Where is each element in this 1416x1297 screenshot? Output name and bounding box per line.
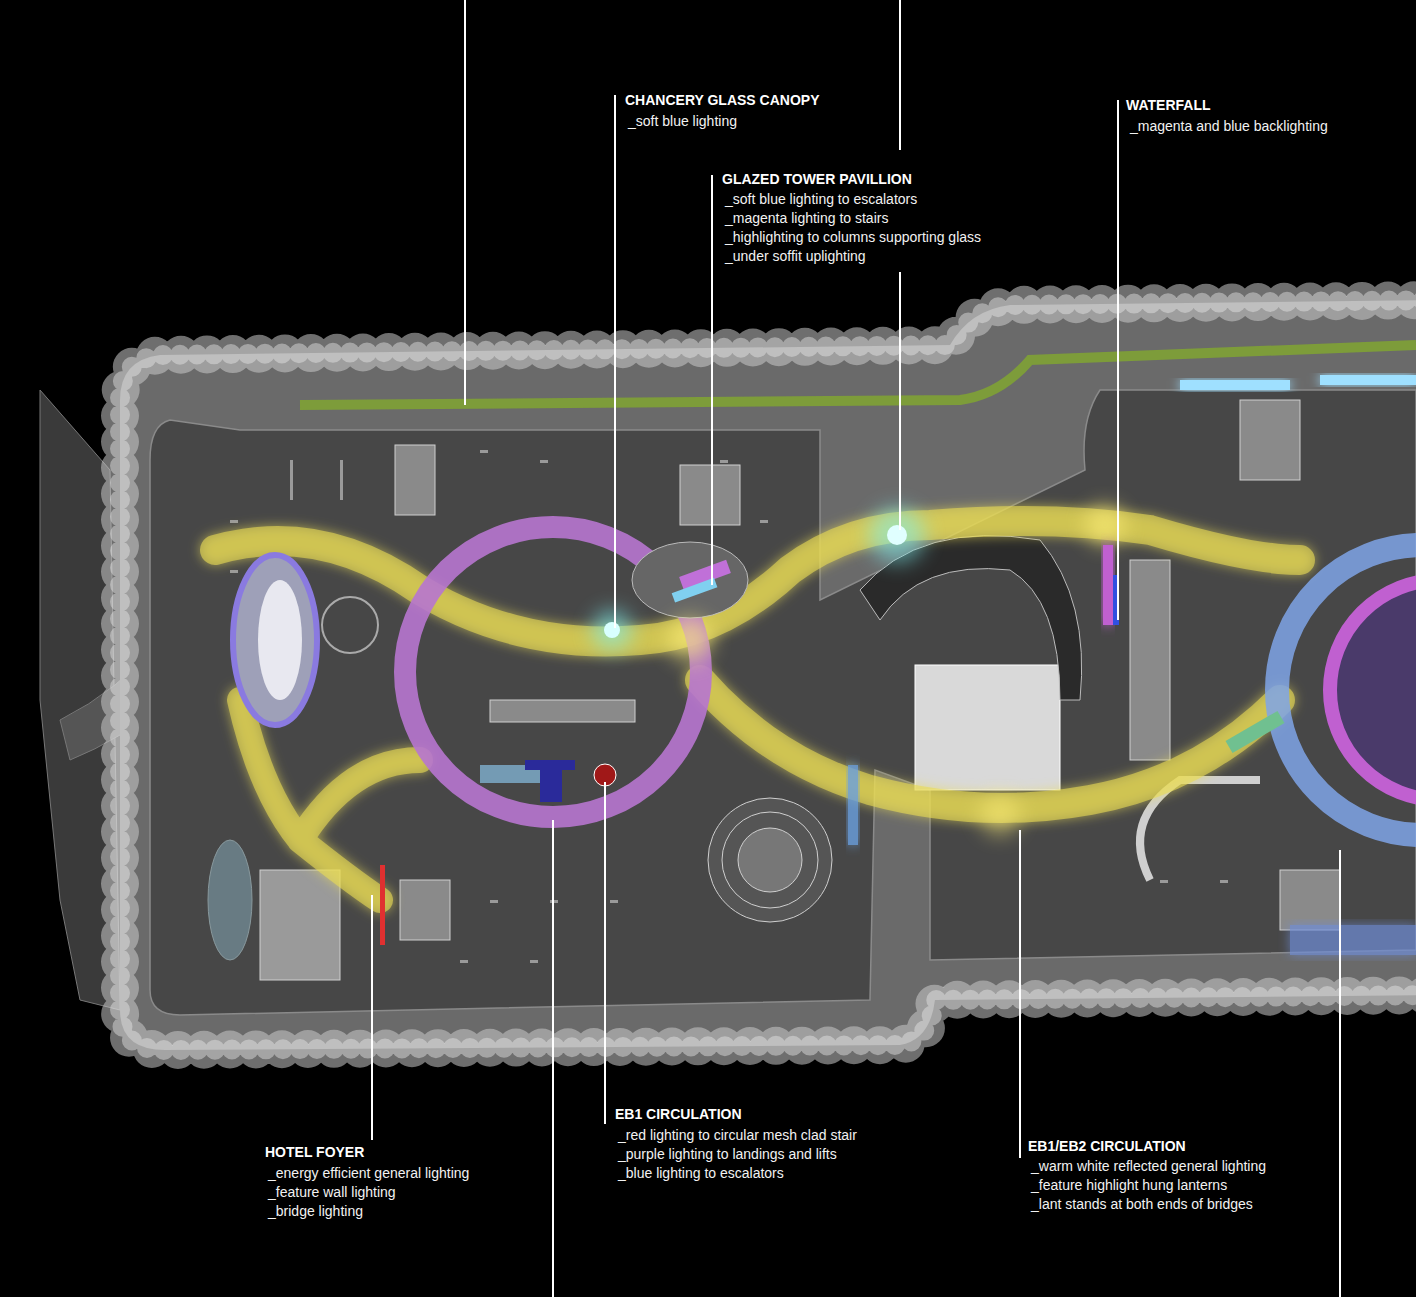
escalator-light — [672, 578, 718, 603]
callout-note: _energy efficient general lighting — [268, 1165, 469, 1182]
callout-heading: GLAZED TOWER PAVILLION — [722, 171, 912, 188]
callout-note: _magenta lighting to stairs — [725, 210, 888, 227]
callout-note: _purple lighting to landings and lifts — [618, 1146, 837, 1163]
leader-lines — [372, 0, 1340, 1297]
podium-area — [150, 390, 1416, 1015]
callout-note: _lant stands at both ends of bridges — [1031, 1196, 1253, 1213]
oval-canopy-core — [258, 580, 302, 700]
tree-fringe-inner — [120, 300, 1416, 1050]
callout-note: _soft blue lighting — [628, 113, 737, 130]
blue-light-bar — [1180, 380, 1290, 390]
lift-landing — [525, 760, 575, 770]
callout-note: _red lighting to circular mesh clad stai… — [618, 1127, 857, 1144]
round-court — [322, 597, 378, 653]
callout-heading: EB1/EB2 CIRCULATION — [1028, 1138, 1186, 1155]
callout-note: _under soffit uplighting — [725, 248, 866, 265]
blue-light-bar — [1320, 375, 1416, 385]
callout-heading: EB1 CIRCULATION — [615, 1106, 742, 1123]
callout-note: _magenta and blue backlighting — [1130, 118, 1328, 135]
callout-note: _bridge lighting — [268, 1203, 363, 1220]
callout-note: _feature wall lighting — [268, 1184, 396, 1201]
magenta-dome — [1330, 580, 1416, 800]
callout-note: _blue lighting to escalators — [618, 1165, 784, 1182]
glazed-pavilion — [632, 542, 748, 618]
site-ground — [120, 300, 1416, 1050]
foyer-glass — [208, 840, 252, 960]
buildings — [260, 400, 1340, 980]
callout-note: _highlighting to columns supporting glas… — [725, 229, 981, 246]
callout-note: _warm white reflected general lighting — [1031, 1158, 1266, 1175]
feature-wall — [380, 865, 385, 945]
callout-heading: CHANCERY GLASS CANOPY — [625, 92, 819, 109]
right-escalator — [1226, 711, 1285, 753]
callout-note: _feature highlight hung lanterns — [1031, 1177, 1227, 1194]
callout-note: _soft blue lighting to escalators — [725, 191, 917, 208]
waterfall-magenta — [1103, 545, 1113, 625]
callout-heading: HOTEL FOYER — [265, 1144, 364, 1161]
white-building — [915, 665, 1060, 790]
circulation-bridges — [215, 521, 1300, 900]
blue-light-panel — [1290, 925, 1416, 955]
callout-heading: WATERFALL — [1126, 97, 1211, 114]
circular-building — [708, 798, 832, 922]
blue-ring — [1277, 545, 1416, 835]
tree-fringe — [120, 300, 1416, 1050]
oval-canopy — [233, 555, 317, 725]
lighting-glows — [592, 505, 1125, 835]
bridge-lantern — [848, 765, 858, 845]
